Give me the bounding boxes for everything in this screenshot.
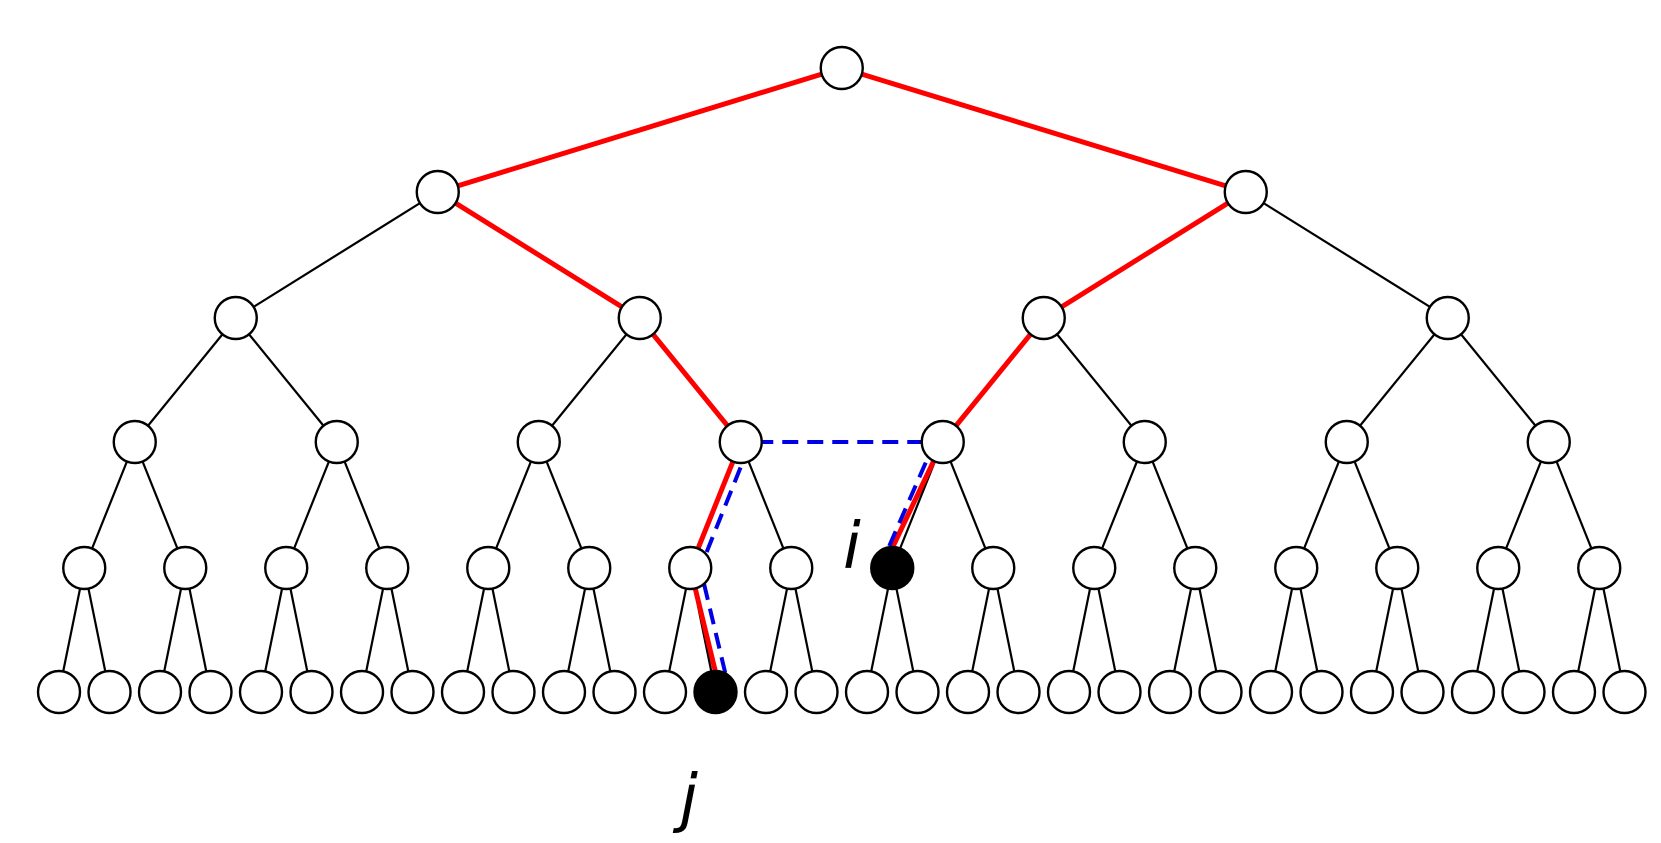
tree-node xyxy=(1551,669,1597,715)
tree-node xyxy=(1450,669,1496,715)
tree-edge xyxy=(739,441,793,569)
tree-node xyxy=(642,669,688,715)
tree-node xyxy=(339,669,385,715)
tree-edge xyxy=(1446,317,1550,443)
tree-node xyxy=(769,545,814,591)
shortcut-path-blue xyxy=(698,440,938,675)
tree-node xyxy=(238,669,284,715)
tree-node xyxy=(895,669,940,715)
tree-node xyxy=(1173,545,1218,591)
tree-node xyxy=(137,669,183,715)
tree-edge xyxy=(285,441,338,569)
tree-node xyxy=(592,669,637,715)
tree-edge xyxy=(487,441,540,569)
tree-node xyxy=(440,669,486,715)
tree-node xyxy=(163,545,208,591)
node-label-j: j xyxy=(672,762,698,836)
tree-node xyxy=(819,45,864,91)
tree-node xyxy=(920,419,965,465)
tree-node xyxy=(567,545,612,591)
tree-node xyxy=(945,669,991,715)
tree-node xyxy=(314,419,359,465)
tree-node xyxy=(1476,545,1521,591)
tree-node xyxy=(996,669,1041,715)
tree-node xyxy=(415,169,460,215)
tree-node xyxy=(1274,545,1319,591)
tree-edge xyxy=(1042,317,1146,443)
tree-node xyxy=(1324,419,1369,465)
tree-node xyxy=(1046,669,1092,715)
tree-node xyxy=(541,669,587,715)
tree-edge xyxy=(537,441,591,569)
tree-edge xyxy=(1345,441,1399,569)
tree-node xyxy=(1147,669,1193,715)
tree-node xyxy=(668,545,713,591)
tree-node xyxy=(365,545,410,591)
tree-edge xyxy=(133,441,187,569)
tree-edge xyxy=(335,441,389,569)
tree-node xyxy=(213,295,258,341)
tree-edge xyxy=(83,441,136,569)
node-label-i: i xyxy=(843,510,861,584)
tree-edge xyxy=(1245,191,1449,319)
tree-node xyxy=(1122,419,1167,465)
tree-edge xyxy=(1295,441,1348,569)
tree-edge xyxy=(537,317,641,443)
tree-edge xyxy=(1093,441,1146,569)
tree-node xyxy=(466,545,511,591)
tree-node xyxy=(1021,295,1066,341)
tree-node xyxy=(1425,295,1470,341)
tree-node xyxy=(1526,419,1571,465)
tree-edge xyxy=(235,191,439,319)
tree-edge xyxy=(941,441,995,569)
tree-edge xyxy=(234,317,338,443)
tree-node xyxy=(617,295,662,341)
tree-edge xyxy=(133,317,237,443)
tree-node xyxy=(36,669,82,715)
tree-node xyxy=(87,669,132,715)
tree-node xyxy=(390,669,435,715)
tree-nodes xyxy=(36,45,1647,715)
tree-node xyxy=(1223,169,1268,215)
tree-node xyxy=(289,669,334,715)
marked-node-j xyxy=(693,669,738,715)
tree-node xyxy=(743,669,789,715)
tree-node xyxy=(516,419,561,465)
tree-node xyxy=(1577,545,1622,591)
tree-node xyxy=(1072,545,1117,591)
tree-node xyxy=(1349,669,1395,715)
tree-node xyxy=(1097,669,1142,715)
tree-node xyxy=(971,545,1016,591)
tree-node xyxy=(1248,669,1294,715)
marked-node-i xyxy=(870,545,915,591)
tree-edge xyxy=(1143,441,1197,569)
path-overlay xyxy=(431,65,1252,675)
tree-edges xyxy=(57,66,1626,693)
tree-node xyxy=(1602,669,1647,715)
tree-edge xyxy=(1345,317,1449,443)
tree-node xyxy=(1198,669,1243,715)
tree-edge xyxy=(1547,441,1601,569)
tree-node xyxy=(1400,669,1445,715)
tree-node xyxy=(1501,669,1546,715)
tree-node xyxy=(188,669,233,715)
tree-node xyxy=(112,419,157,465)
tree-node xyxy=(1299,669,1344,715)
tree-node xyxy=(844,669,890,715)
tree-edge xyxy=(1497,441,1550,569)
tree-path-red xyxy=(431,65,1252,673)
tree-node xyxy=(1375,545,1420,591)
tree-node xyxy=(718,419,763,465)
tree-node xyxy=(794,669,839,715)
tree-node xyxy=(264,545,309,591)
tree-node xyxy=(62,545,107,591)
tree-node xyxy=(491,669,536,715)
